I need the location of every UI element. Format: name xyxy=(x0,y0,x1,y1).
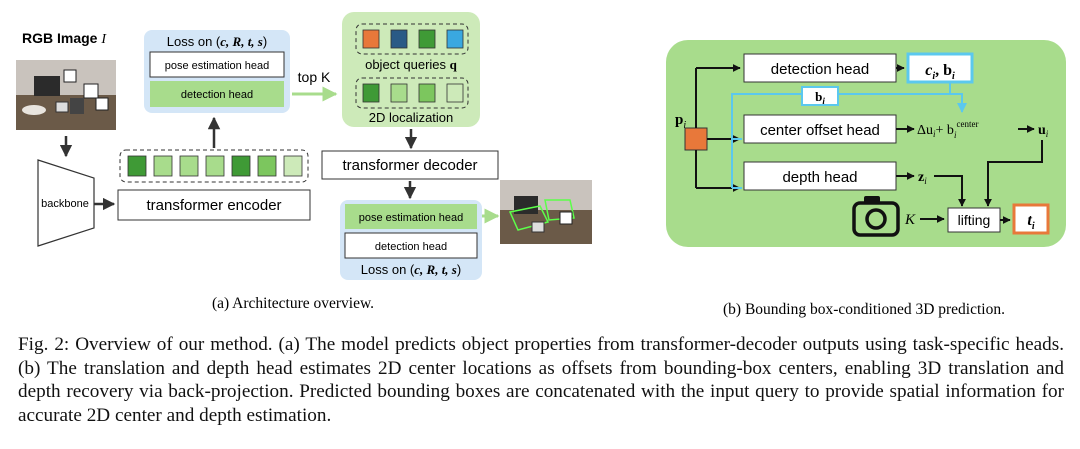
object-query-group xyxy=(355,23,469,55)
u-i-label: ui xyxy=(1038,123,1049,139)
encoder-token xyxy=(283,155,303,177)
center-offset-output: Δui+ bicenter xyxy=(917,119,978,140)
detection-output-box xyxy=(906,52,974,84)
detection-head-bottom-label: detection head xyxy=(375,241,447,253)
depth-head-label: depth head xyxy=(782,169,857,186)
pose-head-top xyxy=(149,51,285,78)
detection-head-b-label: detection head xyxy=(771,61,869,78)
encoder-token xyxy=(153,155,173,177)
backbone-label: backbone xyxy=(41,198,89,210)
encoder-token xyxy=(231,155,251,177)
query-token xyxy=(362,29,380,49)
t-i-box xyxy=(1012,203,1050,235)
subcaption-a: (a) Architecture overview. xyxy=(212,295,374,312)
top-k-label: top K xyxy=(298,69,331,85)
localization-label: 2D localization xyxy=(369,110,454,125)
figure-canvas: RGB Image I backbone transformer encoder xyxy=(16,12,1066,318)
detection-head-b xyxy=(743,53,897,83)
pose-head-bottom-label: pose estimation head xyxy=(359,212,464,224)
z-i-label: zi xyxy=(918,170,927,186)
panel-a: RGB Image I backbone transformer encoder xyxy=(16,12,592,312)
lifting-block xyxy=(947,207,1001,233)
localization-tokens xyxy=(362,83,464,103)
encoder-tokens xyxy=(127,155,303,177)
encoder-token xyxy=(205,155,225,177)
object-queries-tokens xyxy=(362,29,464,49)
localization-token xyxy=(362,83,380,103)
localization-token xyxy=(446,83,464,103)
rgb-image-label: RGB Image I xyxy=(22,30,107,47)
encoder-token xyxy=(257,155,277,177)
loss-bottom-label: Loss on (c, R, t, s) xyxy=(361,262,461,277)
encoder-token xyxy=(179,155,199,177)
backbone-block xyxy=(37,159,95,247)
k-label: K xyxy=(904,212,916,228)
camera-icon xyxy=(852,196,900,237)
query-token xyxy=(390,29,408,49)
localization-token xyxy=(418,83,436,103)
pose-head-bottom xyxy=(345,204,477,229)
b-feed-box xyxy=(801,86,839,106)
output-photo xyxy=(500,180,592,244)
p-i-label: pi xyxy=(675,112,686,131)
subcaption-b: (b) Bounding box-conditioned 3D predicti… xyxy=(723,301,1005,318)
depth-head xyxy=(743,161,897,191)
query-token xyxy=(446,29,464,49)
center-offset-head xyxy=(743,114,897,144)
detection-head-top-label: detection head xyxy=(181,89,253,101)
encoder-token-group xyxy=(119,149,309,183)
lifting-label: lifting xyxy=(958,212,991,228)
query-token xyxy=(418,29,436,49)
b-feed-label: bi xyxy=(815,89,825,106)
transformer-encoder-label: transformer encoder xyxy=(146,197,281,214)
pose-head-top-label: pose estimation head xyxy=(165,60,270,72)
input-photo xyxy=(16,60,116,130)
detection-head-bottom xyxy=(344,232,478,259)
figure-caption: Fig. 2: Overview of our method. (a) The … xyxy=(18,334,1064,426)
localization-token xyxy=(390,83,408,103)
t-i-label: ti xyxy=(1027,212,1034,232)
detection-head-top xyxy=(150,81,284,107)
transformer-decoder-block xyxy=(321,150,499,180)
center-offset-head-label: center offset head xyxy=(760,122,880,139)
loss-top-label: Loss on (c, R, t, s) xyxy=(167,34,267,49)
detection-output-label: ci, bi xyxy=(925,62,955,82)
transformer-decoder-label: transformer decoder xyxy=(342,157,477,174)
localization-group xyxy=(355,77,469,109)
encoder-token xyxy=(127,155,147,177)
object-queries-label: object queries q xyxy=(365,57,458,72)
query-token-orange xyxy=(684,127,708,151)
panel-b: pi detection head ci, bi bi center offse… xyxy=(666,40,1066,318)
transformer-encoder-block xyxy=(117,189,311,221)
